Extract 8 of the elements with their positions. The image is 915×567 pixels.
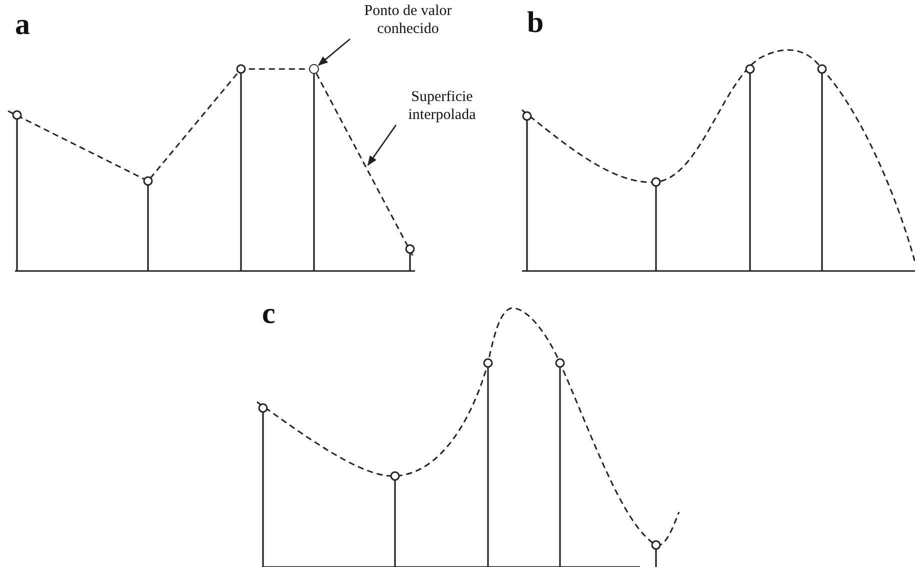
known-point xyxy=(309,64,319,74)
callout-text: Ponto de valor conhecido xyxy=(352,2,464,38)
callout-text: Superficie interpolada xyxy=(398,88,486,124)
leader-line xyxy=(318,38,350,66)
panel-letter: c xyxy=(262,299,276,329)
leader-line xyxy=(367,124,397,166)
panel-letter: b xyxy=(527,8,544,38)
panel-letter: a xyxy=(15,10,30,40)
